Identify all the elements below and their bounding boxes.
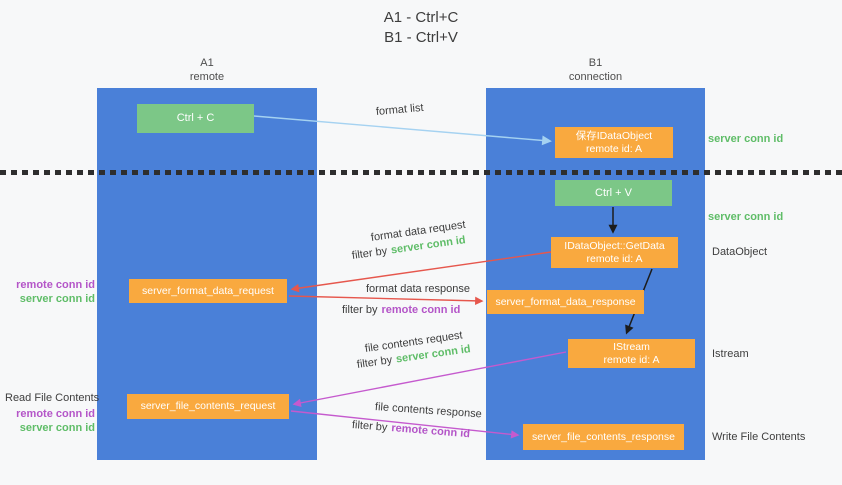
- diagram-title-line2: B1 - Ctrl+V: [384, 29, 458, 46]
- node-save-idataobject-line2: remote id: A: [585, 142, 643, 155]
- node-ctrl-c: Ctrl + C: [137, 104, 254, 133]
- filter-by-text: filter by: [351, 245, 388, 262]
- filter-by-text: filter by: [356, 354, 393, 371]
- label-server-conn-id-top: server conn id: [708, 133, 784, 145]
- label-server-conn-id-2: server conn id: [19, 422, 95, 434]
- diagram-title-line1: A1 - Ctrl+C: [383, 9, 459, 26]
- diagram-title: A1 - Ctrl+C B1 - Ctrl+V: [0, 8, 842, 48]
- label-server-conn-id-1: server conn id: [19, 293, 95, 305]
- lane-b1-name: B1: [588, 57, 603, 69]
- filter-by-text: filter by: [342, 304, 378, 316]
- node-server-file-contents-request: server_file_contents_request: [127, 394, 289, 419]
- node-format-request-label: server_format_data_request: [142, 284, 274, 297]
- edge-label-format-list: format list: [375, 101, 425, 118]
- dotted-separator: [0, 170, 842, 175]
- lane-a1-header: A1 remote: [97, 56, 317, 84]
- node-file-response-label: server_file_contents_response: [531, 430, 675, 443]
- node-server-format-data-response: server_format_data_response: [487, 290, 644, 314]
- edge-label-format-data-response: format data response: [366, 283, 470, 295]
- node-save-idataobject: 保存IDataObject remote id: A: [555, 127, 673, 158]
- node-istream: IStream remote id: A: [568, 339, 695, 368]
- node-file-request-label: server_file_contents_request: [140, 400, 276, 412]
- label-server-conn-id-mid: server conn id: [708, 211, 784, 223]
- node-getdata-line2: remote id: A: [586, 252, 643, 265]
- label-remote-conn-id-1: remote conn id: [16, 279, 95, 291]
- filter-key-remote-conn-id: remote conn id: [381, 304, 461, 316]
- label-istream: Istream: [712, 348, 749, 360]
- node-server-file-contents-response: server_file_contents_response: [523, 424, 684, 450]
- label-read-file-contents: Read File Contents: [5, 392, 100, 404]
- filter-key-remote-conn-id: remote conn id: [390, 422, 471, 441]
- lane-b1-subtitle: connection: [568, 71, 623, 83]
- node-ctrl-v: Ctrl + V: [555, 180, 672, 206]
- label-dataobject: DataObject: [712, 246, 768, 258]
- label-write-file-contents: Write File Contents: [712, 431, 806, 443]
- node-istream-line1: IStream: [613, 340, 650, 353]
- lane-a1-subtitle: remote: [189, 71, 225, 83]
- node-ctrl-c-label: Ctrl + C: [176, 112, 215, 124]
- lane-a1-name: A1: [200, 57, 214, 69]
- edge-label-file-contents-response: file contents response: [374, 401, 483, 421]
- label-conn-ids-left-bottom: remote conn id server conn id: [5, 407, 95, 435]
- node-server-format-data-request: server_format_data_request: [129, 279, 287, 303]
- lane-b1-header: B1 connection: [486, 56, 705, 84]
- label-conn-ids-left-top: remote conn id server conn id: [5, 278, 95, 306]
- node-idataobject-getdata: IDataObject::GetData remote id: A: [551, 237, 678, 268]
- label-remote-conn-id-2: remote conn id: [16, 408, 95, 420]
- node-istream-line2: remote id: A: [603, 353, 660, 366]
- node-getdata-line1: IDataObject::GetData: [564, 239, 665, 252]
- arrow-format-data-response: [288, 295, 484, 306]
- node-ctrl-v-label: Ctrl + V: [595, 186, 632, 199]
- node-save-idataobject-line1: 保存IDataObject: [575, 129, 653, 142]
- filter-by-text: filter by: [351, 419, 388, 434]
- node-format-response-label: server_format_data_response: [495, 295, 636, 308]
